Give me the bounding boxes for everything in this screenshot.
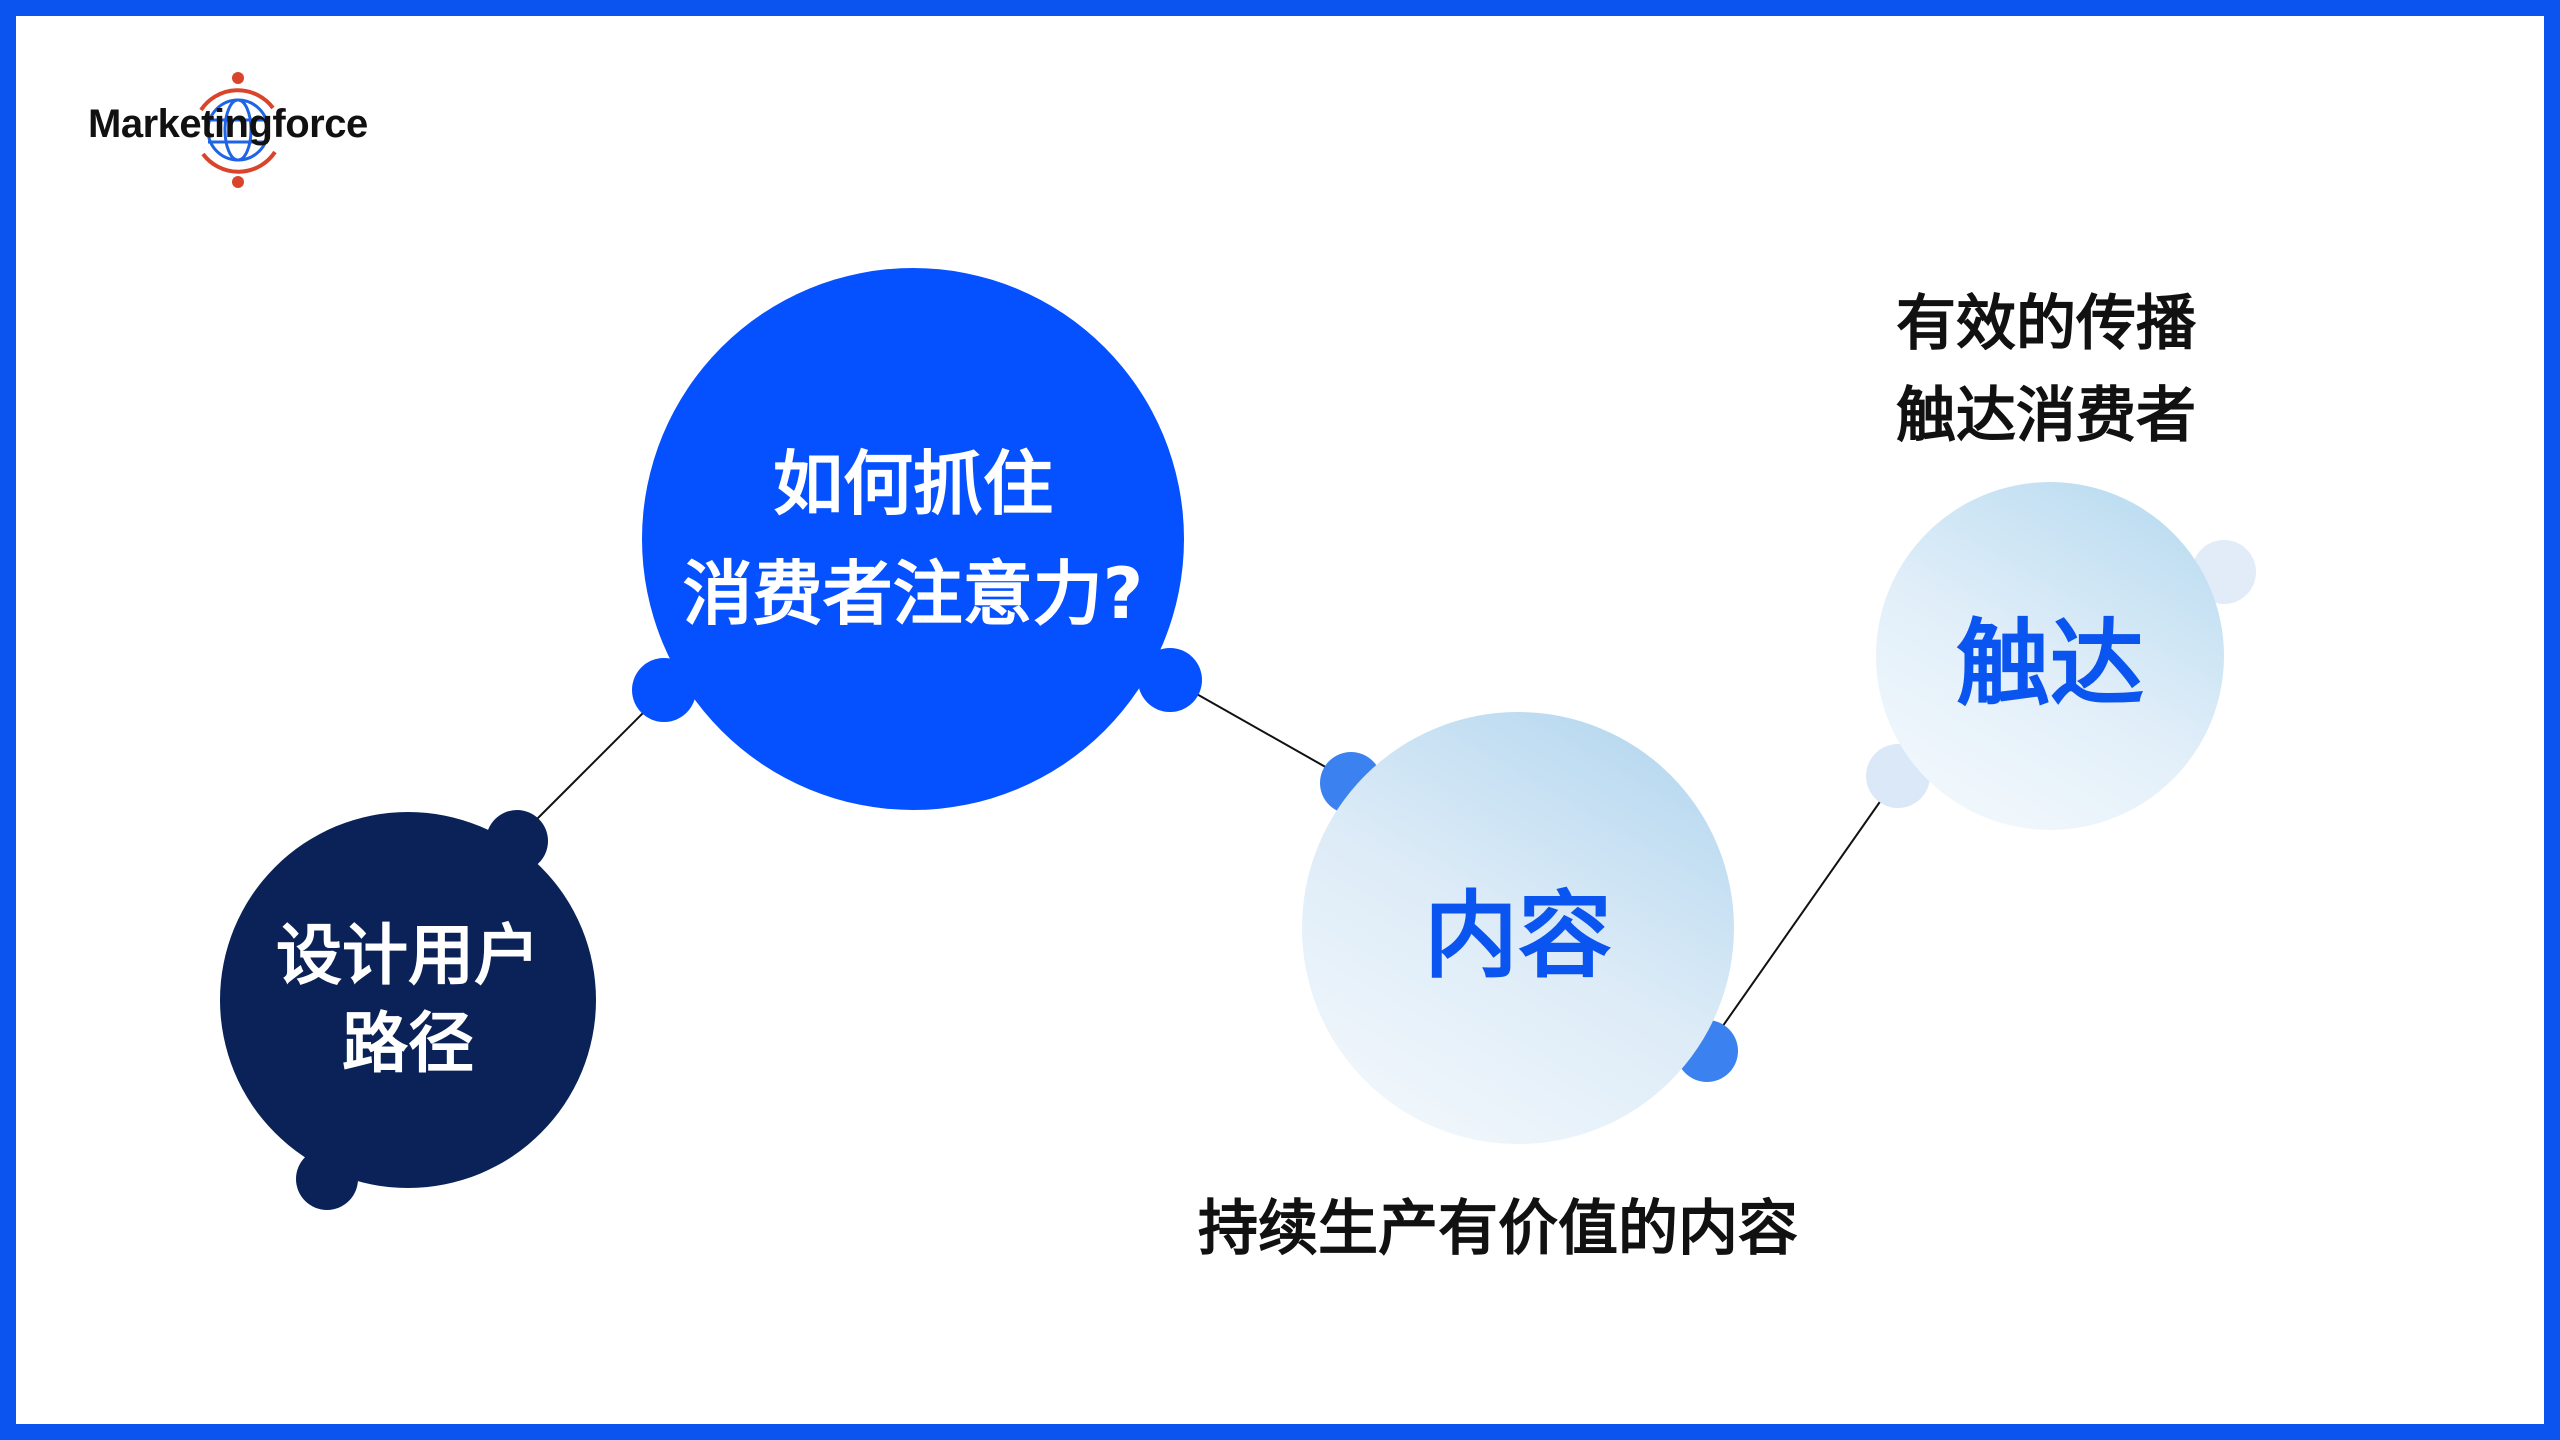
node-content: 内容 (1302, 712, 1734, 1144)
node-reach-label: 触达 (1955, 610, 2144, 719)
node-content-label: 内容 (1423, 882, 1612, 991)
node-user-path-line1: 设计用户 (276, 917, 540, 994)
caption-content: 持续生产有价值的内容 (1198, 1194, 1798, 1264)
node-reach: 触达 (1876, 482, 2224, 830)
marketingforce-logo: Marketingforce (88, 70, 418, 190)
globe-icon (199, 72, 277, 188)
caption-reach-line1: 有效的传播 (1896, 289, 2196, 359)
logo-wordmark: Marketingforce (88, 102, 368, 146)
node-attention-line2: 消费者注意力? (682, 553, 1144, 635)
node-user-path-line2: 路径 (342, 1005, 474, 1082)
connector-content-reach (1705, 775, 1899, 1051)
node-attention-line1: 如何抓住 (772, 443, 1053, 525)
caption-reach: 有效的传播 触达消费者 (1896, 278, 2196, 462)
caption-reach-line2: 触达消费者 (1896, 381, 2196, 451)
connector-attention-content (1171, 679, 1353, 783)
connector-path-attention (517, 689, 667, 839)
node-attention: 如何抓住 消费者注意力? (642, 268, 1184, 810)
node-user-path: 设计用户 路径 (220, 812, 596, 1188)
